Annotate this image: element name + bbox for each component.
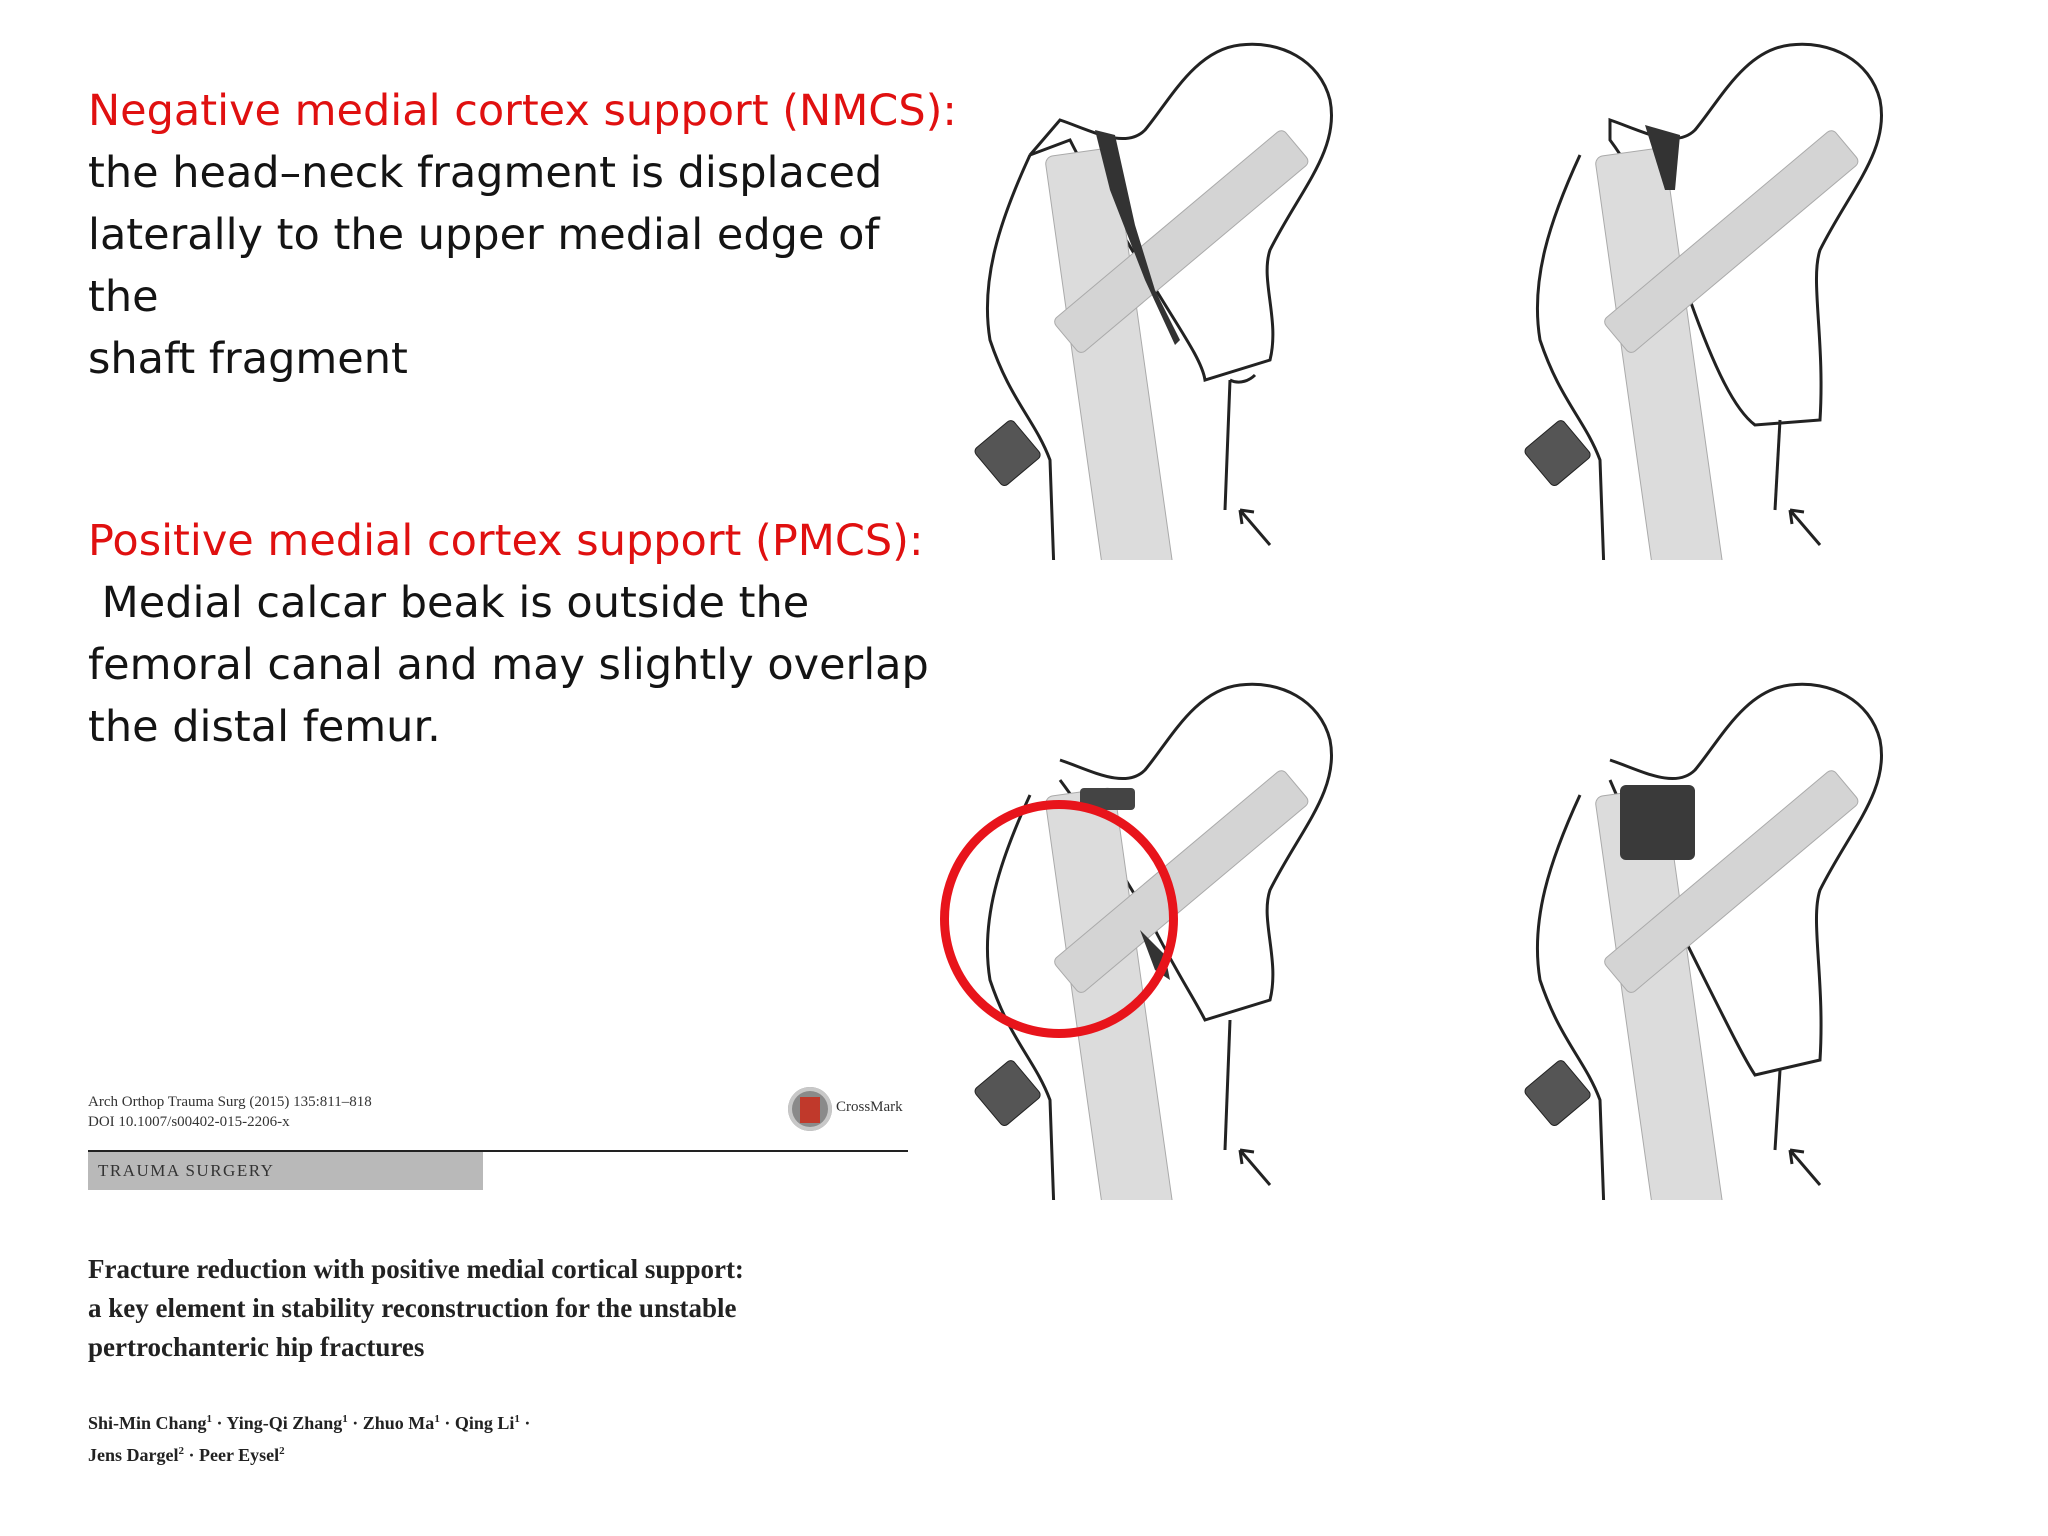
section-label: TRAUMA SURGERY bbox=[98, 1161, 275, 1180]
author-affiliation: 1 bbox=[514, 1413, 520, 1425]
section-banner: TRAUMA SURGERY bbox=[88, 1152, 483, 1190]
author-name: Jens Dargel bbox=[88, 1445, 179, 1465]
authors-line: Shi-Min Chang1 · Ying-Qi Zhang1 · Zhuo M… bbox=[88, 1413, 531, 1433]
author-affiliation: 1 bbox=[342, 1413, 348, 1425]
femur-drawing bbox=[1524, 682, 1883, 1200]
pmcs-heading: Positive medial cortex support (PMCS): bbox=[88, 516, 924, 566]
nmcs-line: laterally to the upper medial edge of th… bbox=[88, 210, 894, 322]
femur-drawing bbox=[974, 42, 1333, 560]
pmcs-line: Medial calcar beak is outside the bbox=[88, 578, 810, 628]
authors-line: Jens Dargel2 · Peer Eysel2 bbox=[88, 1445, 285, 1465]
pmcs-line: femoral canal and may slightly overlap bbox=[88, 640, 929, 690]
femur-illustration-pmcs-b bbox=[1490, 680, 2048, 1200]
author-affiliation: 2 bbox=[178, 1445, 184, 1457]
femur-drawing bbox=[1524, 42, 1883, 560]
author-name: Shi-Min Chang bbox=[88, 1413, 207, 1433]
author-name: Qing Li bbox=[454, 1413, 515, 1433]
author-affiliation: 1 bbox=[206, 1413, 213, 1425]
author-affiliation: 1 bbox=[434, 1413, 440, 1425]
crossmark-bookmark-icon bbox=[800, 1097, 820, 1123]
paper-header: Arch Orthop Trauma Surg (2015) 135:811–8… bbox=[88, 1085, 908, 1485]
paper-title-line: a key element in stability reconstructio… bbox=[88, 1293, 737, 1323]
author-name: Ying-Qi Zhang bbox=[226, 1413, 343, 1433]
journal-doi: DOI 10.1007/s00402-015-2206-x bbox=[88, 1114, 290, 1130]
nmcs-text-block: Negative medial cortex support (NMCS): t… bbox=[88, 80, 958, 390]
paper-title-line: pertrochanteric hip fractures bbox=[88, 1332, 425, 1362]
nmcs-line: the head–neck fragment is displaced bbox=[88, 148, 883, 198]
femur-illustration-nmcs-a bbox=[940, 40, 1500, 560]
author-affiliation: 2 bbox=[279, 1445, 285, 1457]
header-rule bbox=[88, 1150, 908, 1152]
nmcs-heading: Negative medial cortex support (NMCS): bbox=[88, 86, 957, 136]
pmcs-line: the distal femur. bbox=[88, 702, 441, 752]
paper-title-line: Fracture reduction with positive medial … bbox=[88, 1254, 744, 1284]
highlight-circle bbox=[940, 800, 1178, 1038]
paper-title: Fracture reduction with positive medial … bbox=[88, 1250, 788, 1367]
femur-illustration-nmcs-b bbox=[1490, 40, 2048, 560]
paper-authors: Shi-Min Chang1 · Ying-Qi Zhang1 · Zhuo M… bbox=[88, 1405, 688, 1469]
pmcs-text-block: Positive medial cortex support (PMCS): M… bbox=[88, 510, 958, 758]
nmcs-line: shaft fragment bbox=[88, 334, 408, 384]
author-name: Zhuo Ma bbox=[362, 1413, 435, 1433]
crossmark-label: CrossMark bbox=[836, 1099, 903, 1115]
author-name: Peer Eysel bbox=[199, 1445, 280, 1465]
crossmark-logo: CrossMark bbox=[788, 1085, 908, 1137]
journal-reference: Arch Orthop Trauma Surg (2015) 135:811–8… bbox=[88, 1094, 372, 1110]
